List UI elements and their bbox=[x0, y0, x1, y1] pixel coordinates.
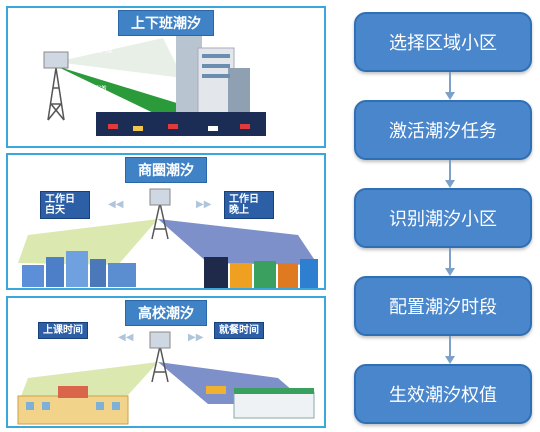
day-beam bbox=[56, 38, 183, 78]
tower-icon bbox=[151, 202, 169, 240]
day-label: 白天-写字楼 bbox=[70, 45, 113, 54]
flow-step-activate-task: 激活潮汐任务 bbox=[354, 100, 532, 160]
arrow-down-icon bbox=[445, 160, 455, 188]
panel-title: 上下班潮汐 bbox=[118, 10, 214, 36]
flow-step-identify-cells: 识别潮汐小区 bbox=[354, 188, 532, 248]
antenna-icon bbox=[43, 51, 69, 69]
antenna-icon bbox=[149, 188, 171, 206]
campus-scene: ◀◀ ▶▶ bbox=[17, 331, 315, 425]
class-time-label: 上课时间 bbox=[38, 322, 88, 339]
antenna-icon bbox=[149, 331, 171, 349]
panel-commute: 上下班潮汐 白天-写字楼 夜晚-街道 bbox=[6, 6, 326, 148]
panel-business: ◀◀ ▶▶ 商圈潮汐 工作日 白天 工作日 晚上 bbox=[6, 153, 326, 290]
arrow-down-icon bbox=[445, 336, 455, 364]
weekday-evening-label: 工作日 晚上 bbox=[224, 191, 274, 219]
street-cars bbox=[108, 124, 250, 131]
panel-title: 商圈潮汐 bbox=[125, 157, 207, 183]
tower-icon bbox=[47, 67, 65, 121]
school-building bbox=[17, 386, 129, 425]
flow-step-configure-period: 配置潮汐时段 bbox=[354, 276, 532, 336]
arrow-down-icon bbox=[445, 72, 455, 100]
office-buildings bbox=[176, 28, 250, 127]
panel-title: 高校潮汐 bbox=[125, 300, 207, 326]
flow-step-select-region: 选择区域小区 bbox=[354, 12, 532, 72]
night-beam bbox=[56, 66, 193, 120]
canteen-building bbox=[206, 386, 315, 419]
evening-coverage bbox=[158, 219, 318, 265]
flow-step-apply-weight: 生效潮汐权值 bbox=[354, 364, 532, 424]
class-coverage bbox=[18, 362, 158, 406]
business-scene: ◀◀ ▶▶ bbox=[18, 188, 318, 288]
arrow-down-icon bbox=[445, 248, 455, 276]
shopping-district bbox=[204, 257, 318, 288]
signal-right-icon: ▶▶ bbox=[188, 332, 204, 343]
office-district bbox=[22, 251, 136, 287]
day-coverage bbox=[18, 219, 158, 265]
signal-left-icon: ◀◀ bbox=[108, 199, 124, 210]
signal-left-icon: ◀◀ bbox=[118, 332, 134, 343]
weekday-day-label: 工作日 白天 bbox=[40, 191, 90, 219]
street-night bbox=[96, 112, 266, 136]
meal-time-label: 就餐时间 bbox=[214, 322, 264, 339]
night-label: 夜晚-街道 bbox=[72, 85, 107, 94]
tower-icon bbox=[151, 345, 169, 383]
signal-right-icon: ▶▶ bbox=[196, 199, 212, 210]
commute-scene bbox=[43, 28, 266, 136]
panel-campus: ◀◀ ▶▶ 高校潮汐 上课时间 就餐时间 bbox=[6, 296, 326, 428]
